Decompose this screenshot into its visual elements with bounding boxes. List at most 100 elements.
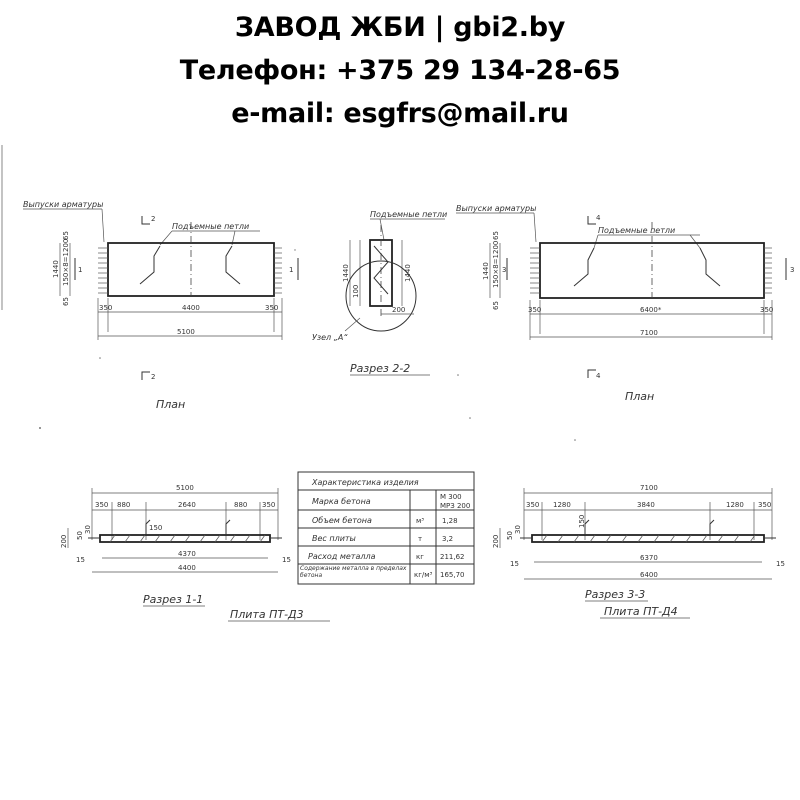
svg-text:4400: 4400 — [178, 564, 196, 572]
svg-text:65: 65 — [62, 297, 70, 306]
svg-text:150: 150 — [578, 515, 586, 528]
svg-text:350: 350 — [265, 304, 278, 312]
svg-text:м³: м³ — [416, 517, 424, 525]
svg-text:4370: 4370 — [178, 550, 196, 558]
svg-text:3: 3 — [502, 266, 506, 274]
svg-text:1,28: 1,28 — [442, 517, 458, 525]
plan-right-caption: План — [625, 390, 654, 403]
hatch — [541, 534, 756, 543]
spec-metal-content: Содержание металла в пределах бетона — [300, 565, 407, 579]
rebar-outlets-label: Выпуски арматуры — [23, 200, 103, 209]
svg-text:6370: 6370 — [640, 554, 658, 562]
svg-text:65: 65 — [492, 301, 500, 310]
svg-text:2: 2 — [151, 215, 155, 223]
spec-table-title: Характеристика изделия — [311, 478, 419, 487]
svg-text:Марка бетона: Марка бетона — [312, 497, 371, 506]
section-3-3: 7100 350 1280 3840 1280 350 150 200 50 3 — [492, 484, 785, 602]
svg-text:3: 3 — [790, 266, 794, 274]
rebar-outlets-right — [274, 247, 282, 294]
lifting-loops-label: Подъемные петли — [598, 226, 675, 235]
header-email[interactable]: e-mail: esgfrs@mail.ru — [231, 98, 569, 129]
svg-text:350: 350 — [760, 306, 773, 314]
svg-text:1: 1 — [78, 266, 82, 274]
svg-text:150×8=1200: 150×8=1200 — [492, 241, 500, 288]
plan-left: Выпуски арматуры Подъемные петли — [23, 200, 299, 411]
plan-right: Выпуски арматуры Подъемные петли 4 4 — [456, 204, 794, 403]
svg-text:65: 65 — [492, 231, 500, 240]
lifting-loops-label: Подъемные петли — [370, 210, 447, 219]
svg-text:кг: кг — [416, 553, 424, 561]
rebar-outlets-label: Выпуски арматуры — [456, 204, 536, 213]
svg-text:200: 200 — [392, 306, 405, 314]
section-3-3-caption: Разрез 3-3 — [585, 588, 645, 601]
rebar-outlets-left — [98, 247, 108, 294]
svg-text:3,2: 3,2 — [442, 535, 453, 543]
svg-text:Расход металла: Расход металла — [308, 552, 376, 561]
svg-text:200: 200 — [60, 535, 68, 548]
lifting-loop — [699, 247, 721, 287]
svg-text:15: 15 — [282, 556, 291, 564]
node-a-label: Узел „А“ — [312, 333, 348, 342]
svg-text:6400*: 6400* — [640, 306, 662, 314]
svg-text:1440: 1440 — [52, 260, 60, 278]
svg-text:1440: 1440 — [342, 264, 350, 282]
svg-text:30: 30 — [514, 525, 522, 534]
svg-text:30: 30 — [84, 525, 92, 534]
svg-text:150: 150 — [149, 524, 162, 532]
slab-section — [531, 534, 765, 543]
hatch — [109, 534, 266, 543]
header-title: ЗАВОД ЖБИ | gbi2.by — [234, 12, 566, 43]
svg-text:1: 1 — [289, 266, 293, 274]
header-phone[interactable]: Телефон: +375 29 134-28-65 — [179, 55, 621, 86]
plan-left-caption: План — [156, 398, 185, 411]
svg-text:Вес плиты: Вес плиты — [312, 534, 356, 543]
slab-label-right: Плита ПТ-Д4 — [604, 605, 678, 618]
svg-text:65: 65 — [62, 231, 70, 240]
svg-text:МРЗ 200: МРЗ 200 — [440, 502, 470, 510]
svg-text:350: 350 — [262, 501, 275, 509]
svg-text:1280: 1280 — [553, 501, 571, 509]
svg-text:М 300: М 300 — [440, 493, 462, 501]
svg-text:1280: 1280 — [726, 501, 744, 509]
svg-text:100: 100 — [352, 285, 360, 298]
svg-text:2: 2 — [151, 373, 155, 381]
svg-text:880: 880 — [234, 501, 247, 509]
svg-text:211,62: 211,62 — [440, 553, 465, 561]
slab-label-left: Плита ПТ-Д3 — [230, 608, 304, 621]
section-1-1: 5100 350 880 2640 880 350 150 200 50 30 — [60, 484, 291, 607]
lifting-loop — [139, 245, 161, 285]
svg-text:150×8=1200: 150×8=1200 — [62, 239, 70, 286]
svg-text:3840: 3840 — [637, 501, 655, 509]
node-a-circle — [345, 260, 417, 332]
svg-text:880: 880 — [117, 501, 130, 509]
lifting-loops-label: Подъемные петли — [172, 222, 249, 231]
svg-text:350: 350 — [526, 501, 539, 509]
svg-text:т: т — [418, 535, 422, 543]
svg-text:50: 50 — [506, 531, 514, 540]
svg-text:4: 4 — [596, 372, 601, 380]
svg-text:350: 350 — [528, 306, 541, 314]
svg-text:6400: 6400 — [640, 571, 658, 579]
spec-table: Характеристика изделия Марка бетона М 30… — [297, 471, 475, 585]
svg-text:200: 200 — [492, 535, 500, 548]
scan-noise — [39, 249, 576, 441]
svg-text:350: 350 — [758, 501, 771, 509]
svg-text:5100: 5100 — [177, 328, 195, 336]
svg-text:15: 15 — [776, 560, 785, 568]
section-2-2: Подъемные петли 1440 1440 100 200 Узел „… — [312, 210, 447, 376]
svg-text:5100: 5100 — [176, 484, 194, 492]
svg-text:2640: 2640 — [178, 501, 196, 509]
rebar-outlets-right — [764, 247, 772, 294]
svg-text:15: 15 — [510, 560, 519, 568]
section-1-1-caption: Разрез 1-1 — [143, 593, 203, 606]
svg-text:15: 15 — [76, 556, 85, 564]
rebar-outlets-left — [530, 247, 540, 294]
svg-text:7100: 7100 — [640, 484, 658, 492]
svg-text:4: 4 — [596, 214, 601, 222]
header: ЗАВОД ЖБИ | gbi2.by Телефон: +375 29 134… — [0, 6, 800, 135]
svg-text:Объем бетона: Объем бетона — [312, 516, 372, 525]
lifting-loop — [225, 245, 241, 285]
svg-text:350: 350 — [99, 304, 112, 312]
svg-text:165,70: 165,70 — [440, 571, 465, 579]
